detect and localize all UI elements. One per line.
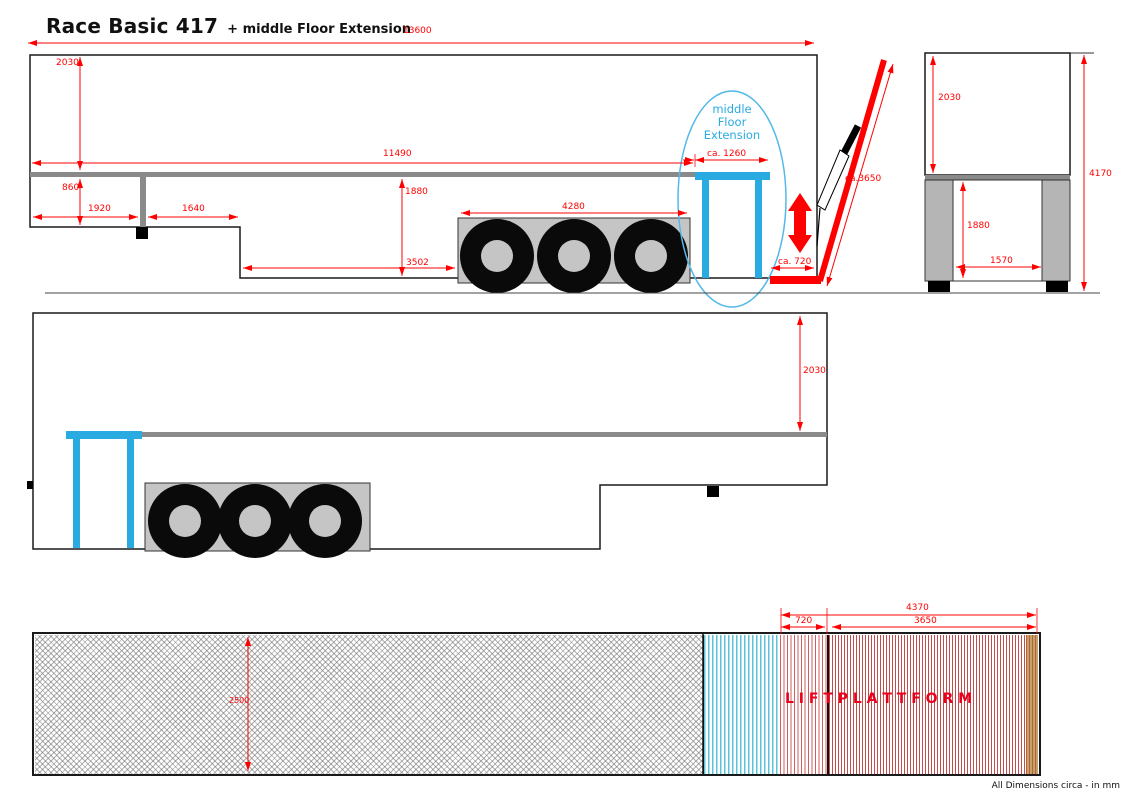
lift-platform-label: L I F T P L A T T F O R M [785,691,973,707]
floor-line-2 [140,432,827,437]
reverse-side-view [27,312,828,558]
rear-latch-2 [27,481,33,489]
wheels-2 [148,484,362,558]
king-pin-2 [707,486,719,497]
dim-platform-depth: ca. 720 [778,257,812,267]
dimensions-footnote: All Dimensions circa - in mm [991,781,1120,791]
up-down-arrow [788,193,812,253]
callout-line-3: Extension [703,128,761,143]
dim-rear-lower-height: 1880 [967,221,990,231]
rear-foot-left [928,281,950,292]
floor-line [30,172,695,177]
plan-platform-end-strip [1026,635,1038,774]
rear-view-dimensions [930,55,1087,291]
extension-callout-ellipse [677,90,787,308]
dim-box-height: 2030 [56,58,79,68]
king-pin [136,227,148,239]
plan-view-dimensions [245,608,1038,771]
dim-plan-platform-fixed: 720 [795,616,813,626]
title-main: Race Basic 417 [46,14,219,38]
dim-rear-box-height: 2030 [938,93,961,103]
front-post [140,177,146,227]
dim-mid-section: 1640 [182,204,205,214]
dim-front-section: 1920 [88,204,111,214]
platform-base [770,276,821,284]
dim-rear-inner-height: 1880 [405,187,428,197]
wheels [460,219,688,293]
callout-line-1: middle [712,102,752,116]
plan-outline [32,632,1041,776]
rear-upper-box [924,52,1071,176]
rear-pillar-right [1041,179,1071,282]
dim-ramp-length: ca.3650 [845,174,882,184]
strut-link [816,207,821,247]
middle-floor-extension-2 [66,431,142,548]
dim-reverse-box-height: 2030 [803,366,826,376]
rear-view [924,52,1094,292]
plan-platform-fixed-hatch [780,635,827,774]
dim-total-length: 13600 [403,26,432,36]
dim-plan-platform-lift: 3650 [914,616,937,626]
callout-line-2: Floor [717,115,747,130]
middle-floor-extension [695,172,770,278]
rear-foot-right [1046,281,1068,292]
dim-plan-platform-total: 4370 [906,603,929,613]
plan-platform-lift-hatch [827,635,1040,774]
rear-floor-band [925,175,1070,180]
drawing-title: Race Basic 417 + middle Floor Extension [46,14,411,38]
dim-gooseneck-height: 860 [62,183,80,193]
extension-callout-text: middle Floor Extension [682,102,782,143]
title-suffix: + middle Floor Extension [227,22,412,37]
side-view [28,40,1100,308]
plan-view [32,608,1041,776]
dim-axle-unit-length: 4280 [562,202,585,212]
plan-body-hatch [35,635,703,774]
trailer-body-outline [29,54,818,279]
rear-pillar-left [924,179,954,282]
dim-rear-total-height: 4170 [1089,169,1112,179]
side-view-dimensions [28,40,894,287]
dim-extension-length: ca. 1260 [707,149,747,159]
dim-plan-body-width: 2500 [229,696,250,705]
dim-rear-inner-width: 1570 [990,256,1013,266]
dim-low-section: 3502 [406,258,429,268]
ramp [817,59,887,282]
dim-floor-length: 11490 [383,149,412,159]
